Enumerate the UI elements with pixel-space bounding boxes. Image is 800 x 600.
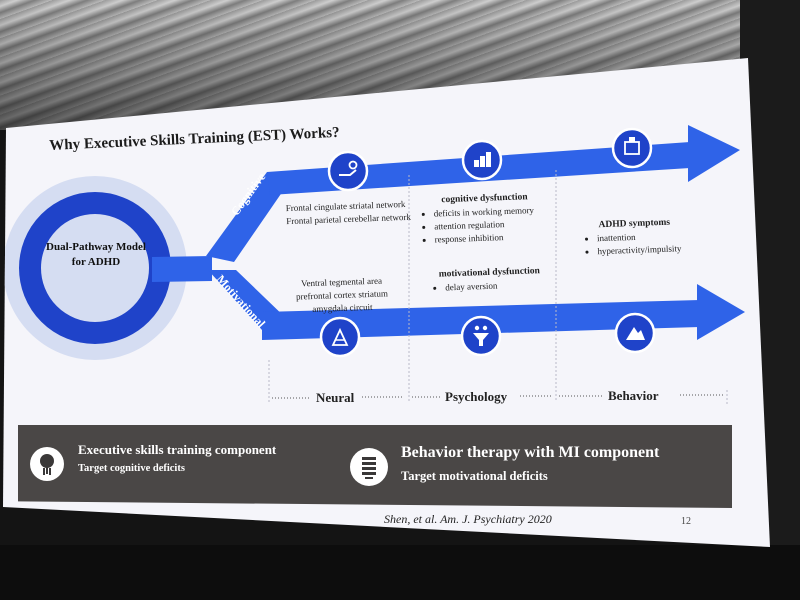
footer-left-heading: Executive skills training component xyxy=(78,442,277,457)
behavior-text: ADHD symptoms inattention hyperactivity/… xyxy=(584,216,682,258)
motivational-arrowhead xyxy=(697,284,745,340)
neural-cognitive-text: Frontal cingulate striatal network Front… xyxy=(286,198,412,228)
psychology-motivational-text: motivational dysfunction delay aversion xyxy=(433,265,541,295)
stem-band xyxy=(152,256,212,282)
neural-motivational-text: Ventral tegmental area prefrontal cortex… xyxy=(295,274,388,316)
footer-right-subtext: Target motivational deficits xyxy=(401,469,548,483)
spring-icon xyxy=(350,448,388,486)
hand-gear-icon xyxy=(327,150,369,192)
mountain-icon xyxy=(614,312,656,354)
citation: Shen, et al. Am. J. Psychiatry 2020 xyxy=(384,512,552,526)
people-stack-icon xyxy=(461,139,503,181)
page-number: 12 xyxy=(681,516,691,527)
pyramid-icon xyxy=(319,316,361,358)
brain-arrow-icon xyxy=(30,447,64,481)
psychology-cognitive-text: cognitive dysfunction deficits in workin… xyxy=(421,191,535,247)
building-icon xyxy=(611,127,653,169)
floor-dark xyxy=(0,545,800,600)
funnel-icon xyxy=(460,315,502,357)
axis-label-behavior: Behavior xyxy=(608,388,659,403)
cognitive-arrowhead xyxy=(688,125,740,182)
axis-label-psychology: Psychology xyxy=(445,389,508,404)
footer-left-subtext: Target cognitive deficits xyxy=(78,463,185,474)
axis-label-neural: Neural xyxy=(316,390,355,405)
footer-right-heading: Behavior therapy with MI component xyxy=(401,444,660,461)
model-label: Dual-Pathway Model for ADHD xyxy=(46,241,146,268)
